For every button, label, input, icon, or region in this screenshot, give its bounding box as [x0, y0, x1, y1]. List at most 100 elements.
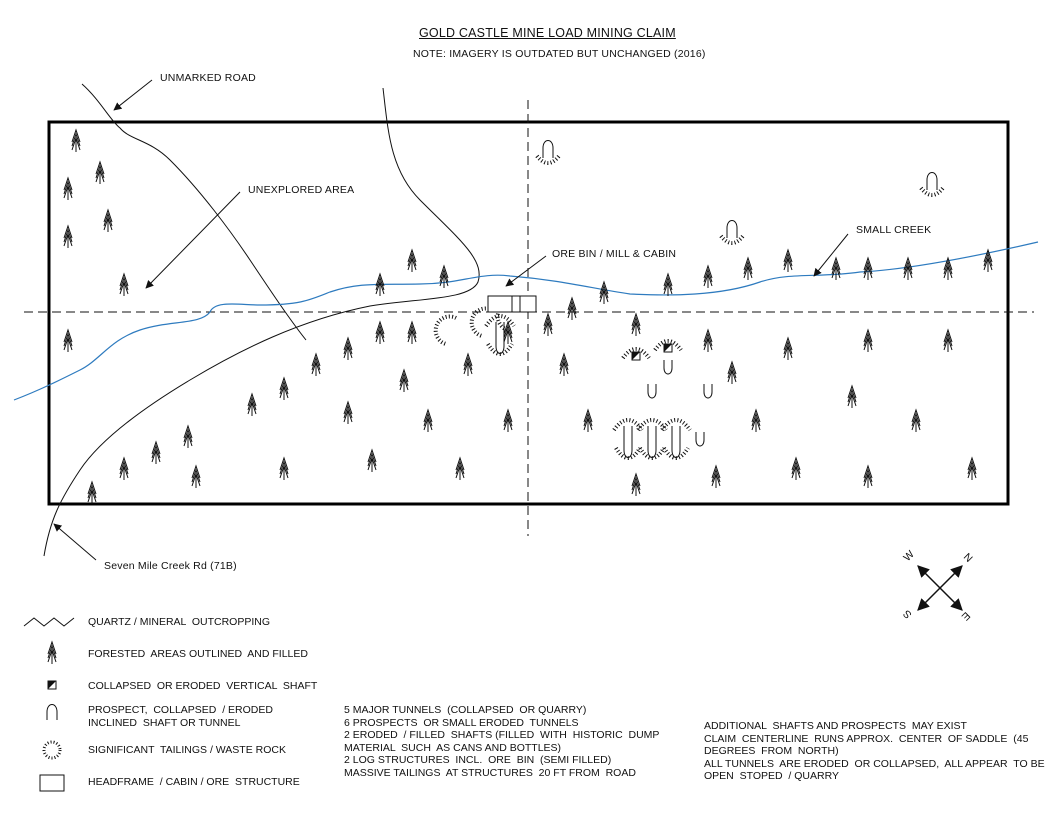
tree-icon	[703, 329, 713, 353]
tree-icon	[87, 481, 97, 505]
tree-icon	[831, 257, 841, 281]
legend-symbols	[23, 617, 75, 792]
tree-icon	[399, 369, 409, 393]
label-seven-mile-rd: Seven Mile Creek Rd (71B)	[104, 560, 237, 572]
tree-icon	[863, 257, 873, 281]
tree-icon	[911, 409, 921, 433]
tree-icon	[791, 457, 801, 481]
legend-label-forest: FORESTED AREAS OUTLINED AND FILLED	[88, 648, 308, 660]
tree-icon	[543, 313, 553, 337]
winding-road	[43, 87, 480, 557]
label-unmarked-road: UNMARKED ROAD	[160, 72, 256, 84]
tree-icon	[63, 225, 73, 249]
tree-icon	[727, 361, 737, 385]
tree-icon	[631, 313, 641, 337]
tree-icon	[863, 465, 873, 489]
tree-icon	[567, 297, 577, 321]
mine-features	[433, 140, 945, 460]
tailings-icon	[42, 740, 62, 760]
tree-icon	[503, 409, 513, 433]
quartz-outcrop-icon	[23, 617, 75, 627]
tree-icon	[783, 249, 793, 273]
tree-icon	[63, 329, 73, 353]
structure	[487, 295, 513, 313]
tree-icon	[183, 425, 193, 449]
tree-icon	[599, 281, 609, 305]
major-tunnel	[484, 314, 516, 356]
legend-label-vertical-shaft: COLLAPSED OR ERODED VERTICAL SHAFT	[88, 680, 318, 692]
tree-icon	[455, 457, 465, 481]
tree-icon	[367, 449, 377, 473]
tree-icon	[703, 265, 713, 289]
summary-notes: 5 MAJOR TUNNELS (COLLAPSED OR QUARRY) 6 …	[344, 704, 660, 779]
unmarked-road-arrow	[113, 79, 153, 111]
tunnel	[663, 360, 673, 375]
tree-icon	[119, 273, 129, 297]
tree-icon	[439, 265, 449, 289]
tree-icon	[751, 409, 761, 433]
tree-icon	[631, 473, 641, 497]
tree-icon	[71, 129, 81, 153]
seven-mile-rd-arrow	[53, 523, 97, 561]
tree-icon	[743, 257, 753, 281]
tree-icon	[943, 329, 953, 353]
vertical-shaft-icon	[47, 680, 57, 690]
tunnel	[695, 432, 705, 447]
ore-bin-arrow	[505, 255, 547, 287]
major-tunnel	[660, 418, 692, 460]
tree-icon	[583, 409, 593, 433]
small-creek	[13, 241, 1039, 401]
tree-icon	[47, 641, 57, 665]
additional-notes: ADDITIONAL SHAFTS AND PROSPECTS MAY EXIS…	[704, 720, 1045, 782]
vertical-shaft	[653, 339, 683, 353]
tree-icon	[375, 273, 385, 297]
prospect-tunnel-icon	[46, 704, 58, 720]
tree-icon	[711, 465, 721, 489]
tree-icon	[559, 353, 569, 377]
tree-icon	[783, 337, 793, 361]
tree-icon	[463, 353, 473, 377]
tailings-ring	[433, 314, 457, 346]
small-creek-arrow	[813, 233, 849, 277]
tree-icon	[967, 457, 977, 481]
tree-icon	[423, 409, 433, 433]
tree-icon	[407, 249, 417, 273]
tree-icon	[311, 353, 321, 377]
structure-icon	[39, 774, 65, 792]
tree-icon	[863, 329, 873, 353]
legend-label-prospect: PROSPECT, COLLAPSED / ERODED INCLINED SH…	[88, 704, 273, 729]
structure	[519, 295, 537, 313]
prospect-with-tailings	[535, 140, 561, 165]
tailings-ring	[469, 306, 493, 338]
unmarked-road	[81, 83, 307, 341]
legend-label-structure: HEADFRAME / CABIN / ORE STRUCTURE	[88, 776, 300, 788]
tree-icon	[279, 457, 289, 481]
tree-icon	[343, 337, 353, 361]
label-ore-bin: ORE BIN / MILL & CABIN	[552, 248, 677, 260]
prospect-with-tailings	[719, 220, 745, 245]
tree-icon	[191, 465, 201, 489]
vertical-shaft	[621, 347, 651, 361]
tree-icon	[63, 177, 73, 201]
tree-icon	[103, 209, 113, 233]
legend-label-tailings: SIGNIFICANT TAILINGS / WASTE ROCK	[88, 744, 286, 756]
tree-icon	[247, 393, 257, 417]
compass-rose	[917, 565, 963, 611]
tree-icon	[503, 321, 513, 345]
tree-icon	[151, 441, 161, 465]
major-tunnel	[636, 418, 668, 460]
tunnel	[647, 384, 657, 399]
tree-icon	[407, 321, 417, 345]
tree-icon	[95, 161, 105, 185]
tree-icon	[847, 385, 857, 409]
imagery-note: NOTE: IMAGERY IS OUTDATED BUT UNCHANGED …	[413, 48, 706, 60]
tree-icon	[343, 401, 353, 425]
label-unexplored-area: UNEXPLORED AREA	[248, 184, 355, 196]
tunnel	[703, 384, 713, 399]
map-title: GOLD CASTLE MINE LOAD MINING CLAIM	[419, 26, 676, 40]
legend-label-quartz: QUARTZ / MINERAL OUTCROPPING	[88, 616, 271, 628]
tree-icon	[279, 377, 289, 401]
prospect-with-tailings	[919, 172, 945, 197]
tree-icon	[119, 457, 129, 481]
